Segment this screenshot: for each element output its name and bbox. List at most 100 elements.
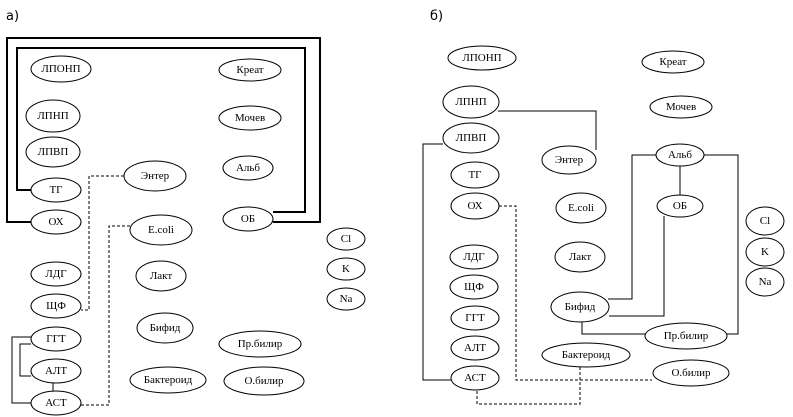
node-ellipse [30, 326, 82, 352]
node-label: ЛПНП [37, 110, 68, 122]
node-label: Энтер [555, 154, 584, 166]
node-a-lpnp: ЛПНП [25, 99, 81, 133]
node-label: Cl [760, 215, 770, 227]
node-label: Альб [236, 162, 260, 174]
node-ellipse [30, 209, 82, 235]
node-a-ob: ОБ [222, 206, 274, 232]
edge-b-bifid-prbilir [581, 322, 645, 335]
node-label: АСТ [464, 372, 486, 384]
node-ellipse [218, 330, 302, 358]
node-a-ggt: ГГТ [30, 326, 82, 352]
node-ellipse [326, 227, 366, 251]
node-b-k: K [745, 237, 785, 267]
node-a-bakteroid: Бактероид [129, 366, 207, 394]
node-label: Мочев [235, 112, 265, 124]
node-label: E.coli [568, 202, 594, 214]
node-a-na: Na [326, 287, 366, 311]
node-a-tg: ТГ [30, 177, 82, 203]
node-ellipse [135, 260, 187, 292]
edge-b-ob-bifid [609, 216, 665, 317]
node-label: ЛПОНП [462, 52, 501, 64]
node-a-k: K [326, 257, 366, 281]
node-b-lakt: Лакт [554, 241, 606, 273]
node-ellipse [442, 85, 500, 119]
node-label: Лакт [150, 270, 173, 282]
node-ellipse [644, 322, 728, 350]
node-b-lpnp: ЛПНП [442, 85, 500, 119]
node-label: ЛПНП [455, 96, 486, 108]
node-ellipse [136, 312, 194, 344]
node-b-na: Na [745, 267, 785, 297]
panel-b-label: б) [430, 9, 443, 24]
node-label: Бактероид [144, 374, 193, 386]
node-a-cl: Cl [326, 227, 366, 251]
node-a-ox: ОХ [30, 209, 82, 235]
node-label: ЛПОНП [41, 63, 80, 75]
node-ellipse [652, 359, 730, 387]
edge-a-tg-ob [16, 47, 306, 213]
node-a-ecoli: E.coli [129, 214, 193, 246]
edge-b-lpnp-enter [498, 110, 597, 150]
node-label: Na [759, 276, 772, 288]
node-ellipse [222, 206, 274, 232]
node-label: О.билир [244, 375, 284, 387]
node-label: ОБ [241, 213, 255, 225]
node-a-lakt: Лакт [135, 260, 187, 292]
node-ellipse [541, 342, 631, 368]
node-b-cl: Cl [745, 206, 785, 236]
node-label: Бифид [150, 322, 181, 334]
node-label: ОХ [48, 216, 63, 228]
node-a-enter: Энтер [123, 160, 187, 192]
node-b-mochev: Мочев [649, 95, 713, 119]
node-label: Креат [659, 56, 686, 68]
node-a-mochev: Мочев [218, 105, 282, 131]
node-ellipse [450, 365, 500, 391]
node-label: ЛПВП [456, 132, 487, 144]
node-ellipse [25, 136, 81, 168]
node-ellipse [745, 206, 785, 236]
node-b-kreat: Креат [641, 50, 705, 74]
node-b-alb: Альб [655, 143, 705, 167]
node-label: Пр.билир [664, 330, 709, 342]
node-ellipse [123, 160, 187, 192]
node-ellipse [450, 305, 500, 331]
node-label: E.coli [148, 224, 174, 236]
node-label: Cl [341, 233, 351, 245]
node-a-obilir: О.билир [223, 366, 305, 396]
node-ellipse [223, 366, 305, 396]
node-ellipse [25, 99, 81, 133]
node-ellipse [129, 214, 193, 246]
node-a-alb: Альб [222, 155, 274, 181]
node-label: ТГ [49, 184, 62, 196]
edge-b-lpvp-ast [422, 143, 451, 381]
node-ellipse [450, 192, 500, 220]
node-label: ЛПВП [38, 146, 69, 158]
node-ellipse [745, 267, 785, 297]
node-b-lponp: ЛПОНП [447, 45, 517, 71]
node-b-bakteroid: Бактероид [541, 342, 631, 368]
node-b-obilir: О.билир [652, 359, 730, 387]
node-label: Пр.билир [238, 338, 283, 350]
edge-b-alb-bifid [608, 154, 656, 300]
node-ellipse [656, 194, 704, 218]
node-ellipse [30, 261, 82, 287]
node-b-ast: АСТ [450, 365, 500, 391]
node-a-shf: ЩФ [30, 293, 82, 319]
node-ellipse [450, 161, 500, 189]
node-ellipse [30, 55, 92, 83]
node-label: K [761, 246, 769, 258]
node-ellipse [222, 155, 274, 181]
node-label: ГГТ [46, 333, 66, 345]
node-label: ОБ [673, 200, 687, 212]
node-label: АСТ [45, 397, 67, 409]
node-label: Мочев [666, 101, 696, 113]
node-label: О.билир [671, 367, 711, 379]
node-ellipse [450, 335, 500, 361]
node-ellipse [447, 45, 517, 71]
node-ellipse [649, 95, 713, 119]
node-label: Альб [668, 149, 692, 161]
node-label: ОХ [467, 200, 482, 212]
edge-a-ecoli-ast [81, 225, 130, 406]
node-ellipse [326, 287, 366, 311]
